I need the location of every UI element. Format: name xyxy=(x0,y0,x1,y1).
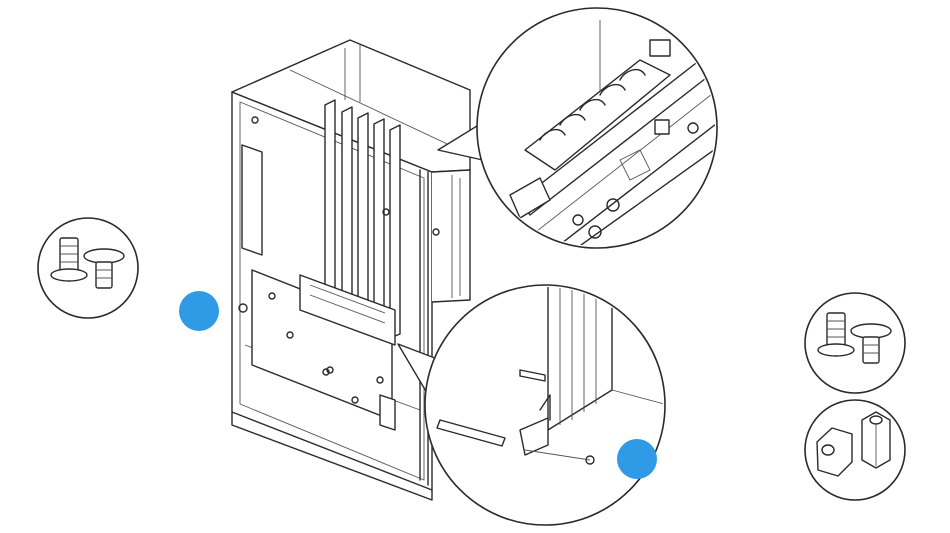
screw-pair-icon xyxy=(38,218,138,318)
screw-callout-marker xyxy=(617,439,657,479)
standoff-pair-icon xyxy=(805,400,905,500)
screw-callout-marker xyxy=(179,291,219,331)
screw-pair-icon xyxy=(805,293,905,393)
detail-zoom-bottom xyxy=(398,285,672,525)
detail-zoom-top xyxy=(438,8,770,260)
